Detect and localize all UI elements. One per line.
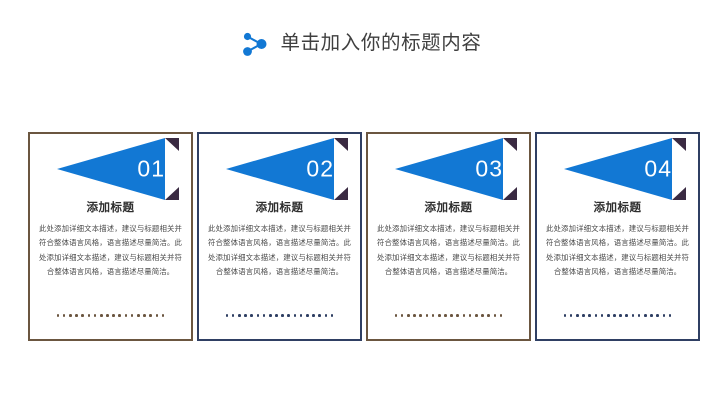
card-body-2: 添加标题 此处添加详细文本描述，建议与标题相关并符合整体语言风格，语言描述尽量简… [199,202,360,280]
card-body-3: 添加标题 此处添加详细文本描述，建议与标题相关并符合整体语言风格，语言描述尽量简… [368,202,529,280]
card-title-1: 添加标题 [86,202,135,214]
slide-header: 单击加入你的标题内容 [0,22,720,66]
card-body-1: 添加标题 此处添加详细文本描述，建议与标题相关并符合整体语言风格，语言描述尽量简… [30,202,191,280]
dotted-divider-3 [368,314,529,317]
card-text-3: 此处添加详细文本描述，建议与标题相关并符合整体语言风格，语言描述尽量简洁。此处添… [377,223,520,277]
dotted-divider-4 [537,314,698,317]
card-text-1: 此处添加详细文本描述，建议与标题相关并符合整体语言风格，语言描述尽量简洁。此处添… [39,223,182,277]
card-text-2: 此处添加详细文本描述，建议与标题相关并符合整体语言风格，语言描述尽量简洁。此处添… [208,223,351,277]
card-title-4: 添加标题 [593,202,642,214]
info-card-2[interactable]: 添加标题 此处添加详细文本描述，建议与标题相关并符合整体语言风格，语言描述尽量简… [197,132,362,341]
info-card-1[interactable]: 添加标题 此处添加详细文本描述，建议与标题相关并符合整体语言风格，语言描述尽量简… [28,132,193,341]
share-network-icon [238,27,272,61]
info-card-3[interactable]: 添加标题 此处添加详细文本描述，建议与标题相关并符合整体语言风格，语言描述尽量简… [366,132,531,341]
dotted-divider-1 [30,314,191,317]
card-title-2: 添加标题 [255,202,304,214]
card-body-4: 添加标题 此处添加详细文本描述，建议与标题相关并符合整体语言风格，语言描述尽量简… [537,202,698,280]
page-title: 单击加入你的标题内容 [280,32,482,55]
card-text-4: 此处添加详细文本描述，建议与标题相关并符合整体语言风格，语言描述尽量简洁。此处添… [546,223,689,277]
card-row: 添加标题 此处添加详细文本描述，建议与标题相关并符合整体语言风格，语言描述尽量简… [0,132,720,344]
dotted-divider-2 [199,314,360,317]
info-card-4[interactable]: 添加标题 此处添加详细文本描述，建议与标题相关并符合整体语言风格，语言描述尽量简… [535,132,700,341]
card-title-3: 添加标题 [424,202,473,214]
